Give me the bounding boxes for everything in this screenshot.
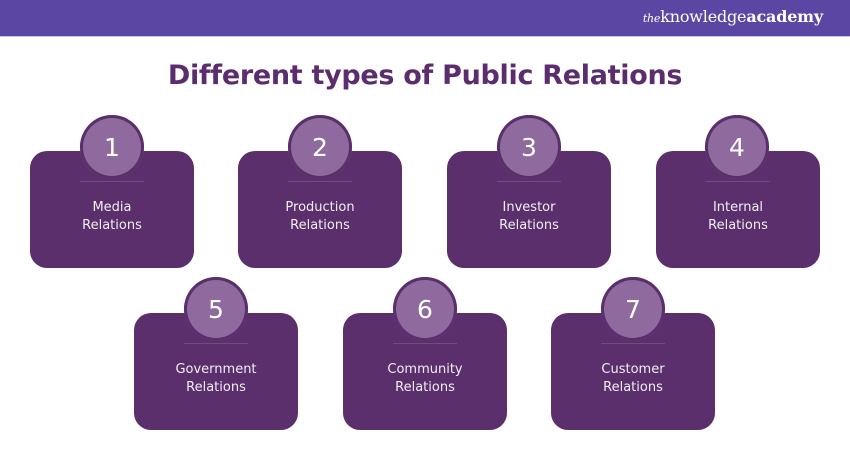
card-divider xyxy=(80,181,144,182)
card-label-line1: Internal xyxy=(712,200,764,215)
card-government-relations: Government Relations xyxy=(134,313,298,430)
card-divider xyxy=(706,181,770,182)
card-label-line2: Relations xyxy=(395,380,455,395)
card-divider xyxy=(184,343,248,344)
card-label-line1: Customer xyxy=(601,362,665,377)
card-divider xyxy=(288,181,352,182)
card-divider xyxy=(497,181,561,182)
header-bar: theknowledgeacademy xyxy=(0,0,850,37)
card-label: Customer Relations xyxy=(551,361,715,397)
card-label-line1: Investor xyxy=(502,200,556,215)
card-label: Media Relations xyxy=(30,199,194,235)
brand-main: knowledge xyxy=(660,7,747,26)
card-label-line2: Relations xyxy=(499,218,559,233)
card-divider xyxy=(393,343,457,344)
number-badge-2: 2 xyxy=(288,115,352,179)
card-label-line1: Community xyxy=(387,362,463,377)
card-label: Internal Relations xyxy=(656,199,820,235)
card-label-line1: Production xyxy=(285,200,355,215)
card-label-line1: Government xyxy=(175,362,257,377)
card-label-line2: Relations xyxy=(186,380,246,395)
card-label: Community Relations xyxy=(343,361,507,397)
card-label-line2: Relations xyxy=(708,218,768,233)
number-badge-6: 6 xyxy=(393,277,457,341)
card-divider xyxy=(601,343,665,344)
number-badge-4: 4 xyxy=(705,115,769,179)
page-title: Different types of Public Relations xyxy=(167,60,683,91)
brand-bold: academy xyxy=(746,7,823,26)
card-label: Government Relations xyxy=(134,361,298,397)
card-label-line2: Relations xyxy=(603,380,663,395)
card-label-line1: Media xyxy=(92,200,132,215)
number-badge-1: 1 xyxy=(80,115,144,179)
card-label: Investor Relations xyxy=(447,199,611,235)
brand-logo: theknowledgeacademy xyxy=(643,7,823,26)
card-label-line2: Relations xyxy=(82,218,142,233)
brand-prefix: the xyxy=(642,12,661,25)
number-badge-3: 3 xyxy=(497,115,561,179)
card-label-line2: Relations xyxy=(290,218,350,233)
card-label: Production Relations xyxy=(238,199,402,235)
number-badge-7: 7 xyxy=(601,277,665,341)
number-badge-5: 5 xyxy=(184,277,248,341)
